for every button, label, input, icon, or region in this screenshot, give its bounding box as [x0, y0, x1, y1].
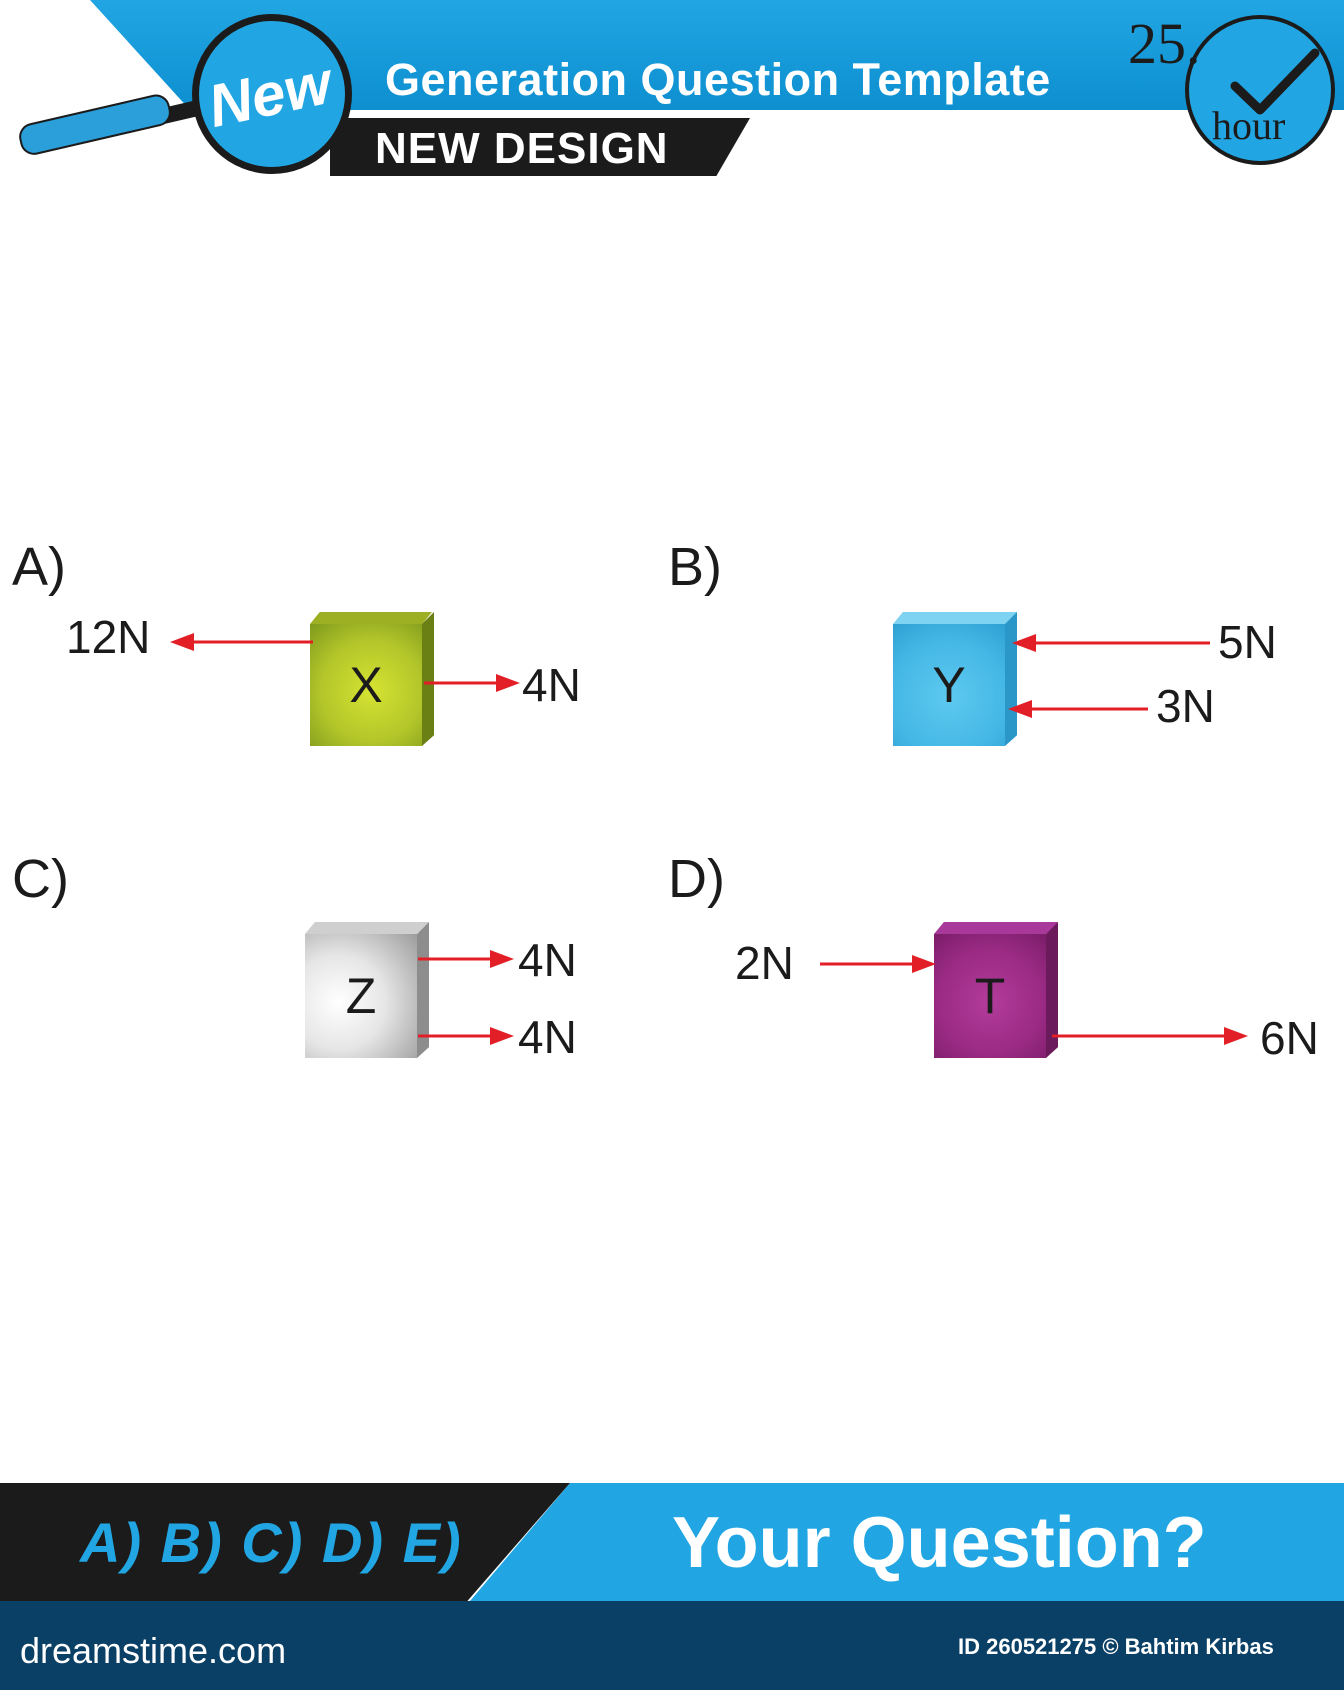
block-z-letter: Z	[345, 968, 377, 1024]
force-label-4n-a: 4N	[522, 659, 581, 711]
block-y-top	[893, 612, 1017, 624]
image-credit: ID 260521275 © Bahtim Kirbas	[958, 1634, 1274, 1659]
header-title: Generation Question Template	[385, 54, 1051, 105]
block-y-letter: Y	[932, 657, 966, 713]
clock-number: 25.	[1128, 11, 1201, 76]
force-label-4n-c1: 4N	[518, 934, 577, 986]
magnifier-icon	[16, 91, 174, 158]
block-y-face: Y	[893, 624, 1005, 746]
block-t-letter: T	[974, 968, 1006, 1024]
header-subtitle: NEW DESIGN	[375, 124, 669, 173]
block-y-side	[1005, 612, 1017, 746]
subtitle-banner	[330, 118, 750, 176]
force-arrow-12n	[170, 633, 313, 651]
check-icon	[1230, 48, 1320, 115]
block-t-face: T	[934, 934, 1046, 1058]
question-prompt: Your Question?	[672, 1503, 1207, 1583]
block-x-letter: X	[349, 657, 383, 713]
force-label-3n: 3N	[1156, 680, 1215, 732]
option-b-label: B)	[668, 537, 722, 597]
block-x-face: X	[310, 624, 422, 746]
magnifier-lens	[192, 14, 352, 174]
footer-choices-band	[0, 1483, 570, 1601]
block-z-top	[305, 922, 429, 934]
force-label-4n-c2: 4N	[518, 1011, 577, 1063]
brand-logo: dreamstime.com	[20, 1630, 287, 1671]
force-arrow-4n-a	[424, 674, 520, 692]
force-label-6n: 6N	[1260, 1012, 1319, 1064]
block-x-side	[422, 612, 434, 746]
block-t-side	[1046, 922, 1058, 1058]
clock-unit: hour	[1212, 103, 1286, 148]
force-label-2n: 2N	[735, 937, 794, 989]
block-x: X	[310, 612, 434, 746]
block-z: Z	[305, 922, 429, 1058]
force-arrow-2n	[820, 955, 936, 973]
force-label-5n: 5N	[1218, 616, 1277, 668]
force-label-12n: 12N	[66, 611, 151, 663]
block-z-face: Z	[305, 934, 417, 1058]
block-t-top	[934, 922, 1058, 934]
force-arrow-6n	[1052, 1027, 1248, 1045]
force-arrow-4n-c1	[418, 950, 514, 968]
footer-question-band	[470, 1483, 1344, 1601]
block-y: Y	[893, 612, 1017, 746]
option-d-label: D)	[668, 849, 725, 909]
block-t: T	[934, 922, 1058, 1058]
clock-icon	[1185, 15, 1335, 165]
block-z-side	[417, 922, 429, 1058]
answer-choices: A) B) C) D) E)	[80, 1511, 463, 1574]
force-arrow-4n-c2	[418, 1027, 514, 1045]
option-c-label: C)	[12, 849, 69, 909]
credit-strip	[0, 1601, 1344, 1690]
force-arrow-3n	[1008, 700, 1148, 718]
block-x-top	[310, 612, 432, 624]
force-arrow-5n	[1012, 634, 1210, 652]
option-a-label: A)	[12, 537, 66, 597]
